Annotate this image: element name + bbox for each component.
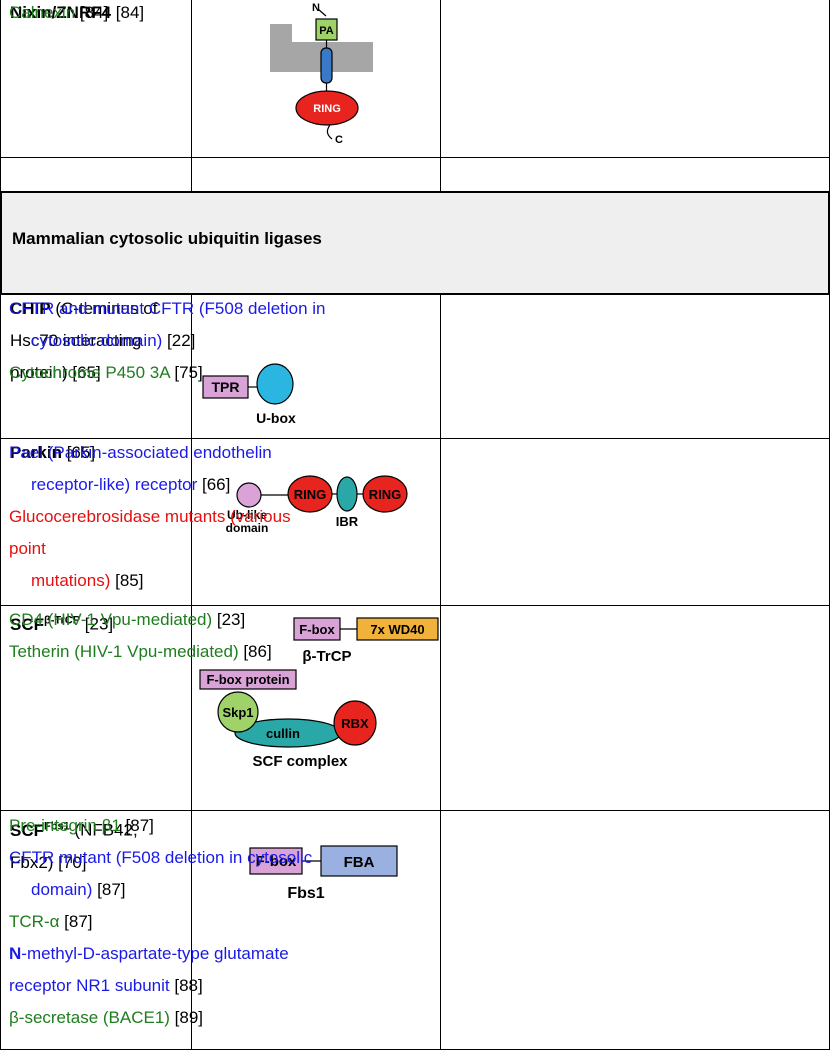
ubl-label-line2: domain bbox=[226, 521, 269, 535]
substrate-cd4: CD4 (HIV-1 Vpu-mediated) [23] bbox=[9, 610, 246, 629]
substrate-cyp3a: Cytochrome P450 3A [75] bbox=[9, 363, 203, 382]
btrcp-label: β-TrCP bbox=[302, 648, 351, 665]
substrates-nixin: Calnexin [84] bbox=[9, 0, 824, 29]
section-title: Mammalian cytosolic ubiquitin ligases bbox=[12, 229, 322, 248]
er-membrane-shape bbox=[270, 24, 373, 72]
ibr-label: IBR bbox=[336, 514, 359, 529]
ubox-domain-ellipse bbox=[256, 363, 294, 405]
skp1-label: Skp1 bbox=[222, 705, 253, 720]
substrate-tetherin: Tetherin (HIV-1 Vpu-mediated) [86] bbox=[9, 642, 272, 661]
rbx-ellipse bbox=[333, 700, 377, 746]
substrates-chip: CFTR and mutant CFTR (F508 deletion in c… bbox=[9, 293, 824, 389]
rbx-label: RBX bbox=[341, 716, 369, 731]
nixin-diagram: N PA RING C bbox=[270, 2, 373, 146]
ring2-domain-ellipse bbox=[362, 475, 408, 513]
parkin-diagram: RING RING IBR Ub-like domain bbox=[226, 475, 408, 535]
c-terminus-label: C bbox=[335, 134, 343, 146]
scf-fbs1-diagram: F-box FBA Fbs1 bbox=[249, 845, 398, 902]
scf-btrcp-diagram: F-box 7x WD40 β-TrCP F-box protein culli… bbox=[199, 617, 439, 770]
section-header: Mammalian cytosolic ubiquitin ligases bbox=[0, 191, 830, 295]
table-row-scf-fbs1: SCFFbs1 (NFB42, Fbx2) [70] F-box FBA Fbs… bbox=[0, 811, 830, 1050]
wd40-domain-box bbox=[356, 617, 439, 641]
substrate-glucocerebrosidase: Glucocerebrosidase mutants (various bbox=[9, 507, 291, 526]
ring1-label: RING bbox=[294, 487, 327, 502]
pa-label: PA bbox=[319, 25, 334, 37]
tpr-label: TPR bbox=[212, 379, 240, 395]
table-row-scf-btrcp: SCFβ-TrCP [23] F-box 7x WD40 β-TrCP F-bo… bbox=[0, 606, 830, 811]
skp1-ellipse bbox=[217, 691, 259, 733]
substrate-pael-receptor: Pael (Parkin-associated endothelin bbox=[9, 443, 272, 462]
table-row-parkin: Parkin [65] RING RING IBR Ub-like domain… bbox=[0, 439, 830, 606]
transmembrane-segment bbox=[320, 47, 333, 84]
fbs1-fbox-label: F-box bbox=[256, 853, 297, 870]
chip-diagram: TPR U-box bbox=[202, 363, 296, 426]
wd40-label: 7x WD40 bbox=[370, 622, 424, 637]
scf-complex-label: SCF complex bbox=[252, 753, 348, 770]
cullin-label: cullin bbox=[266, 726, 300, 741]
fbox-protein-box bbox=[199, 669, 297, 690]
fbs1-label: Fbs1 bbox=[287, 885, 324, 902]
fba-label: FBA bbox=[344, 854, 375, 871]
substrate-pre-integrin: Pre-integrin β1 [87] bbox=[9, 816, 154, 835]
btrcp-fbox-label: F-box bbox=[299, 622, 335, 637]
substrate-bace1: β-secretase (BACE1) [89] bbox=[9, 1008, 204, 1027]
substrates-scf-fbs1: Pre-integrin β1 [87] CFTR mutant (F508 d… bbox=[9, 810, 824, 1034]
substrate-cftr-mutant: CFTR mutant (F508 deletion in cytosolic bbox=[9, 848, 313, 867]
ligase-name-parkin: Parkin [65] bbox=[10, 443, 96, 462]
ring2-label: RING bbox=[369, 487, 402, 502]
n-terminus-label: N bbox=[312, 2, 320, 14]
ubl-label-line1: Ub-like bbox=[227, 508, 267, 522]
table-row-chip: CHIP (C-teminus of Hsc70 interacting pro… bbox=[0, 295, 830, 439]
ring-domain-ellipse bbox=[295, 90, 359, 126]
fbs1-fbox-box bbox=[249, 847, 303, 875]
substrate-calnexin: Calnexin [84] bbox=[9, 3, 109, 22]
ligase-name-scf-fbs1: SCFFbs1 (NFB42, Fbx2) [70] bbox=[10, 820, 138, 872]
table-row-nixin: Nixin/ZNRF4 [84] N PA RING C Calnexin [8… bbox=[0, 0, 830, 191]
fbox-protein-label: F-box protein bbox=[206, 672, 289, 687]
ubox-label: U-box bbox=[256, 410, 296, 426]
substrates-scf-btrcp: CD4 (HIV-1 Vpu-mediated) [23] Tetherin (… bbox=[9, 604, 824, 668]
ligase-name-chip: CHIP (C-teminus of Hsc70 interacting pro… bbox=[10, 299, 158, 382]
ligase-name-nixin: Nixin/ZNRF4 [84] bbox=[10, 3, 145, 22]
substrate-cftr: CFTR and mutant CFTR (F508 deletion in bbox=[9, 299, 326, 318]
substrate-tcr-alpha: TCR-α [87] bbox=[9, 912, 93, 931]
ring-label: RING bbox=[313, 103, 341, 115]
substrate-nmda-receptor: N-methyl-D-aspartate-type glutamate bbox=[9, 944, 289, 963]
ligase-name-scf-btrcp: SCFβ-TrCP [23] bbox=[10, 614, 114, 634]
fba-domain-box bbox=[320, 845, 398, 877]
substrates-parkin: Pael (Parkin-associated endothelin recep… bbox=[9, 437, 824, 597]
